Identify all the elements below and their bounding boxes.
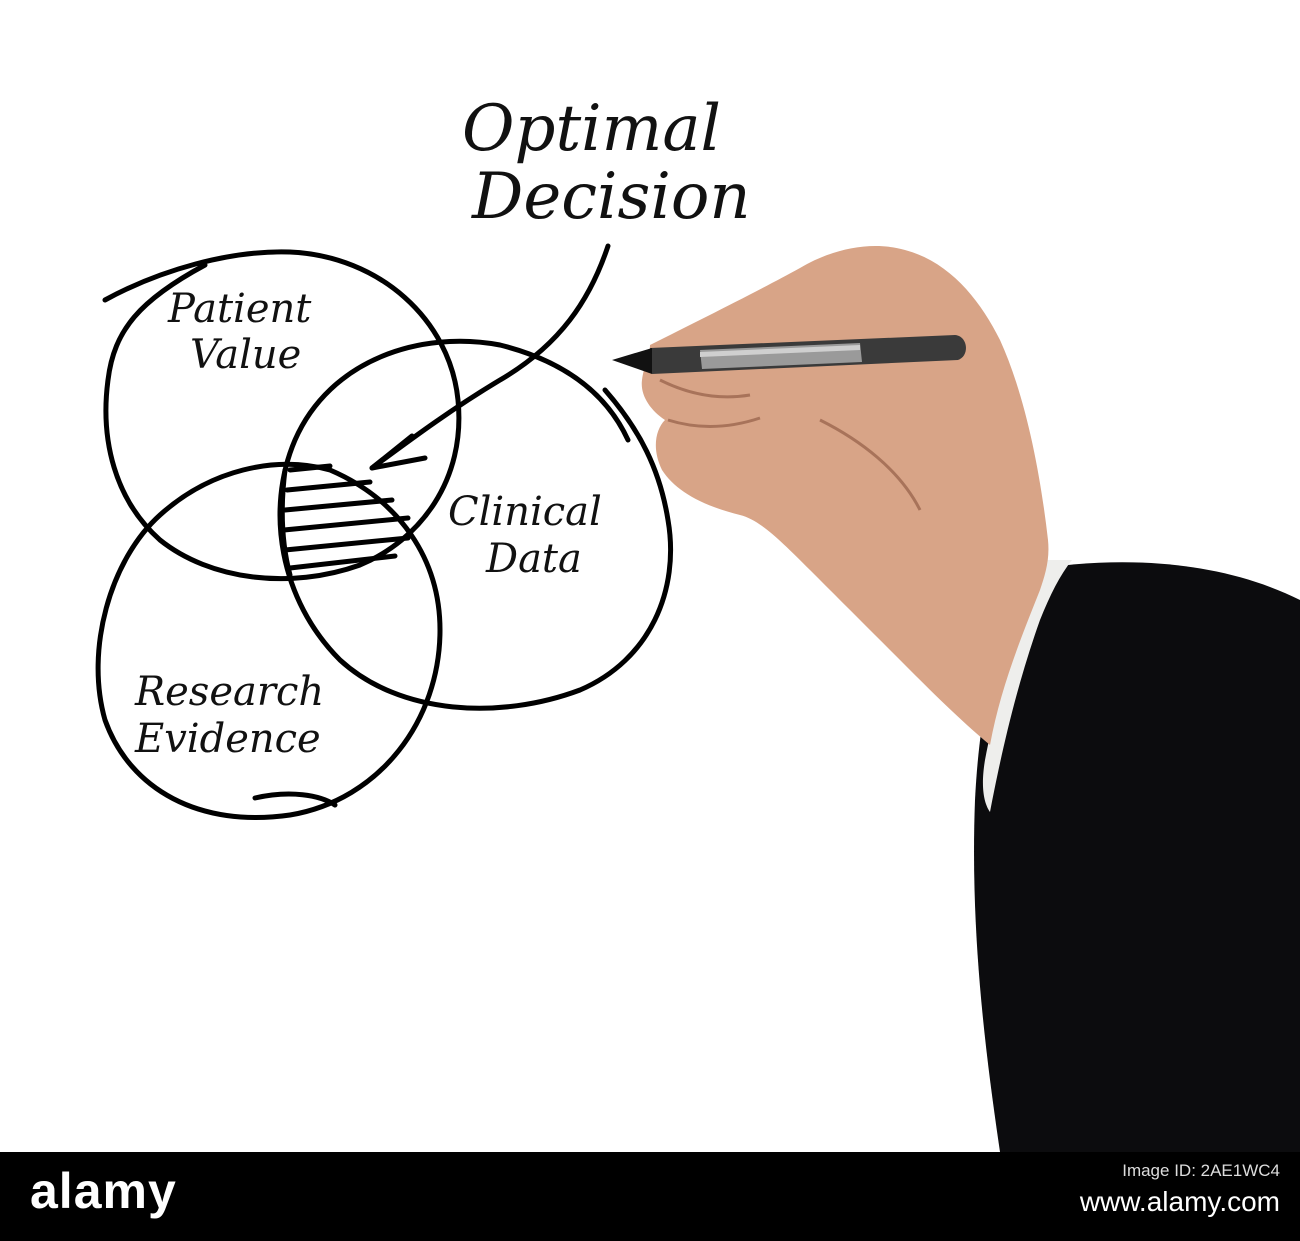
image-id-block: Image ID: 2AE1WC4 www.alamy.com (1080, 1160, 1280, 1221)
hand-with-pen-illustration (612, 246, 1300, 1152)
title-line-2: Decision (471, 160, 751, 234)
label-patient-line-2: Value (190, 332, 301, 378)
site-address: www.alamy.com (1079, 1185, 1280, 1217)
label-patient-line-1: Patient (167, 286, 312, 332)
circle-research-evidence (95, 461, 443, 821)
intersection-hatch (279, 463, 411, 578)
label-research-line-2: Evidence (134, 716, 321, 762)
hand (641, 246, 1049, 746)
suit-sleeve (974, 562, 1300, 1152)
image-id-caption: Image ID: 2AE1WC4 (1122, 1161, 1280, 1180)
label-research-line-1: Research (134, 669, 324, 715)
alamy-logo: alamy (30, 1163, 177, 1219)
watermark-footer: alamy Image ID: 2AE1WC4 www.alamy.com (0, 1152, 1300, 1241)
label-clinical-line-1: Clinical (448, 489, 602, 535)
arrow-stroke (369, 243, 611, 471)
circle-clinical-data (277, 338, 674, 711)
circle-research-tail (252, 791, 338, 808)
title-line-1: Optimal (462, 92, 721, 166)
venn-diagram: Optimal Decision Patient Value Clinical … (95, 92, 1300, 1152)
label-clinical-line-2: Data (485, 536, 582, 582)
arrow-head (369, 433, 428, 471)
